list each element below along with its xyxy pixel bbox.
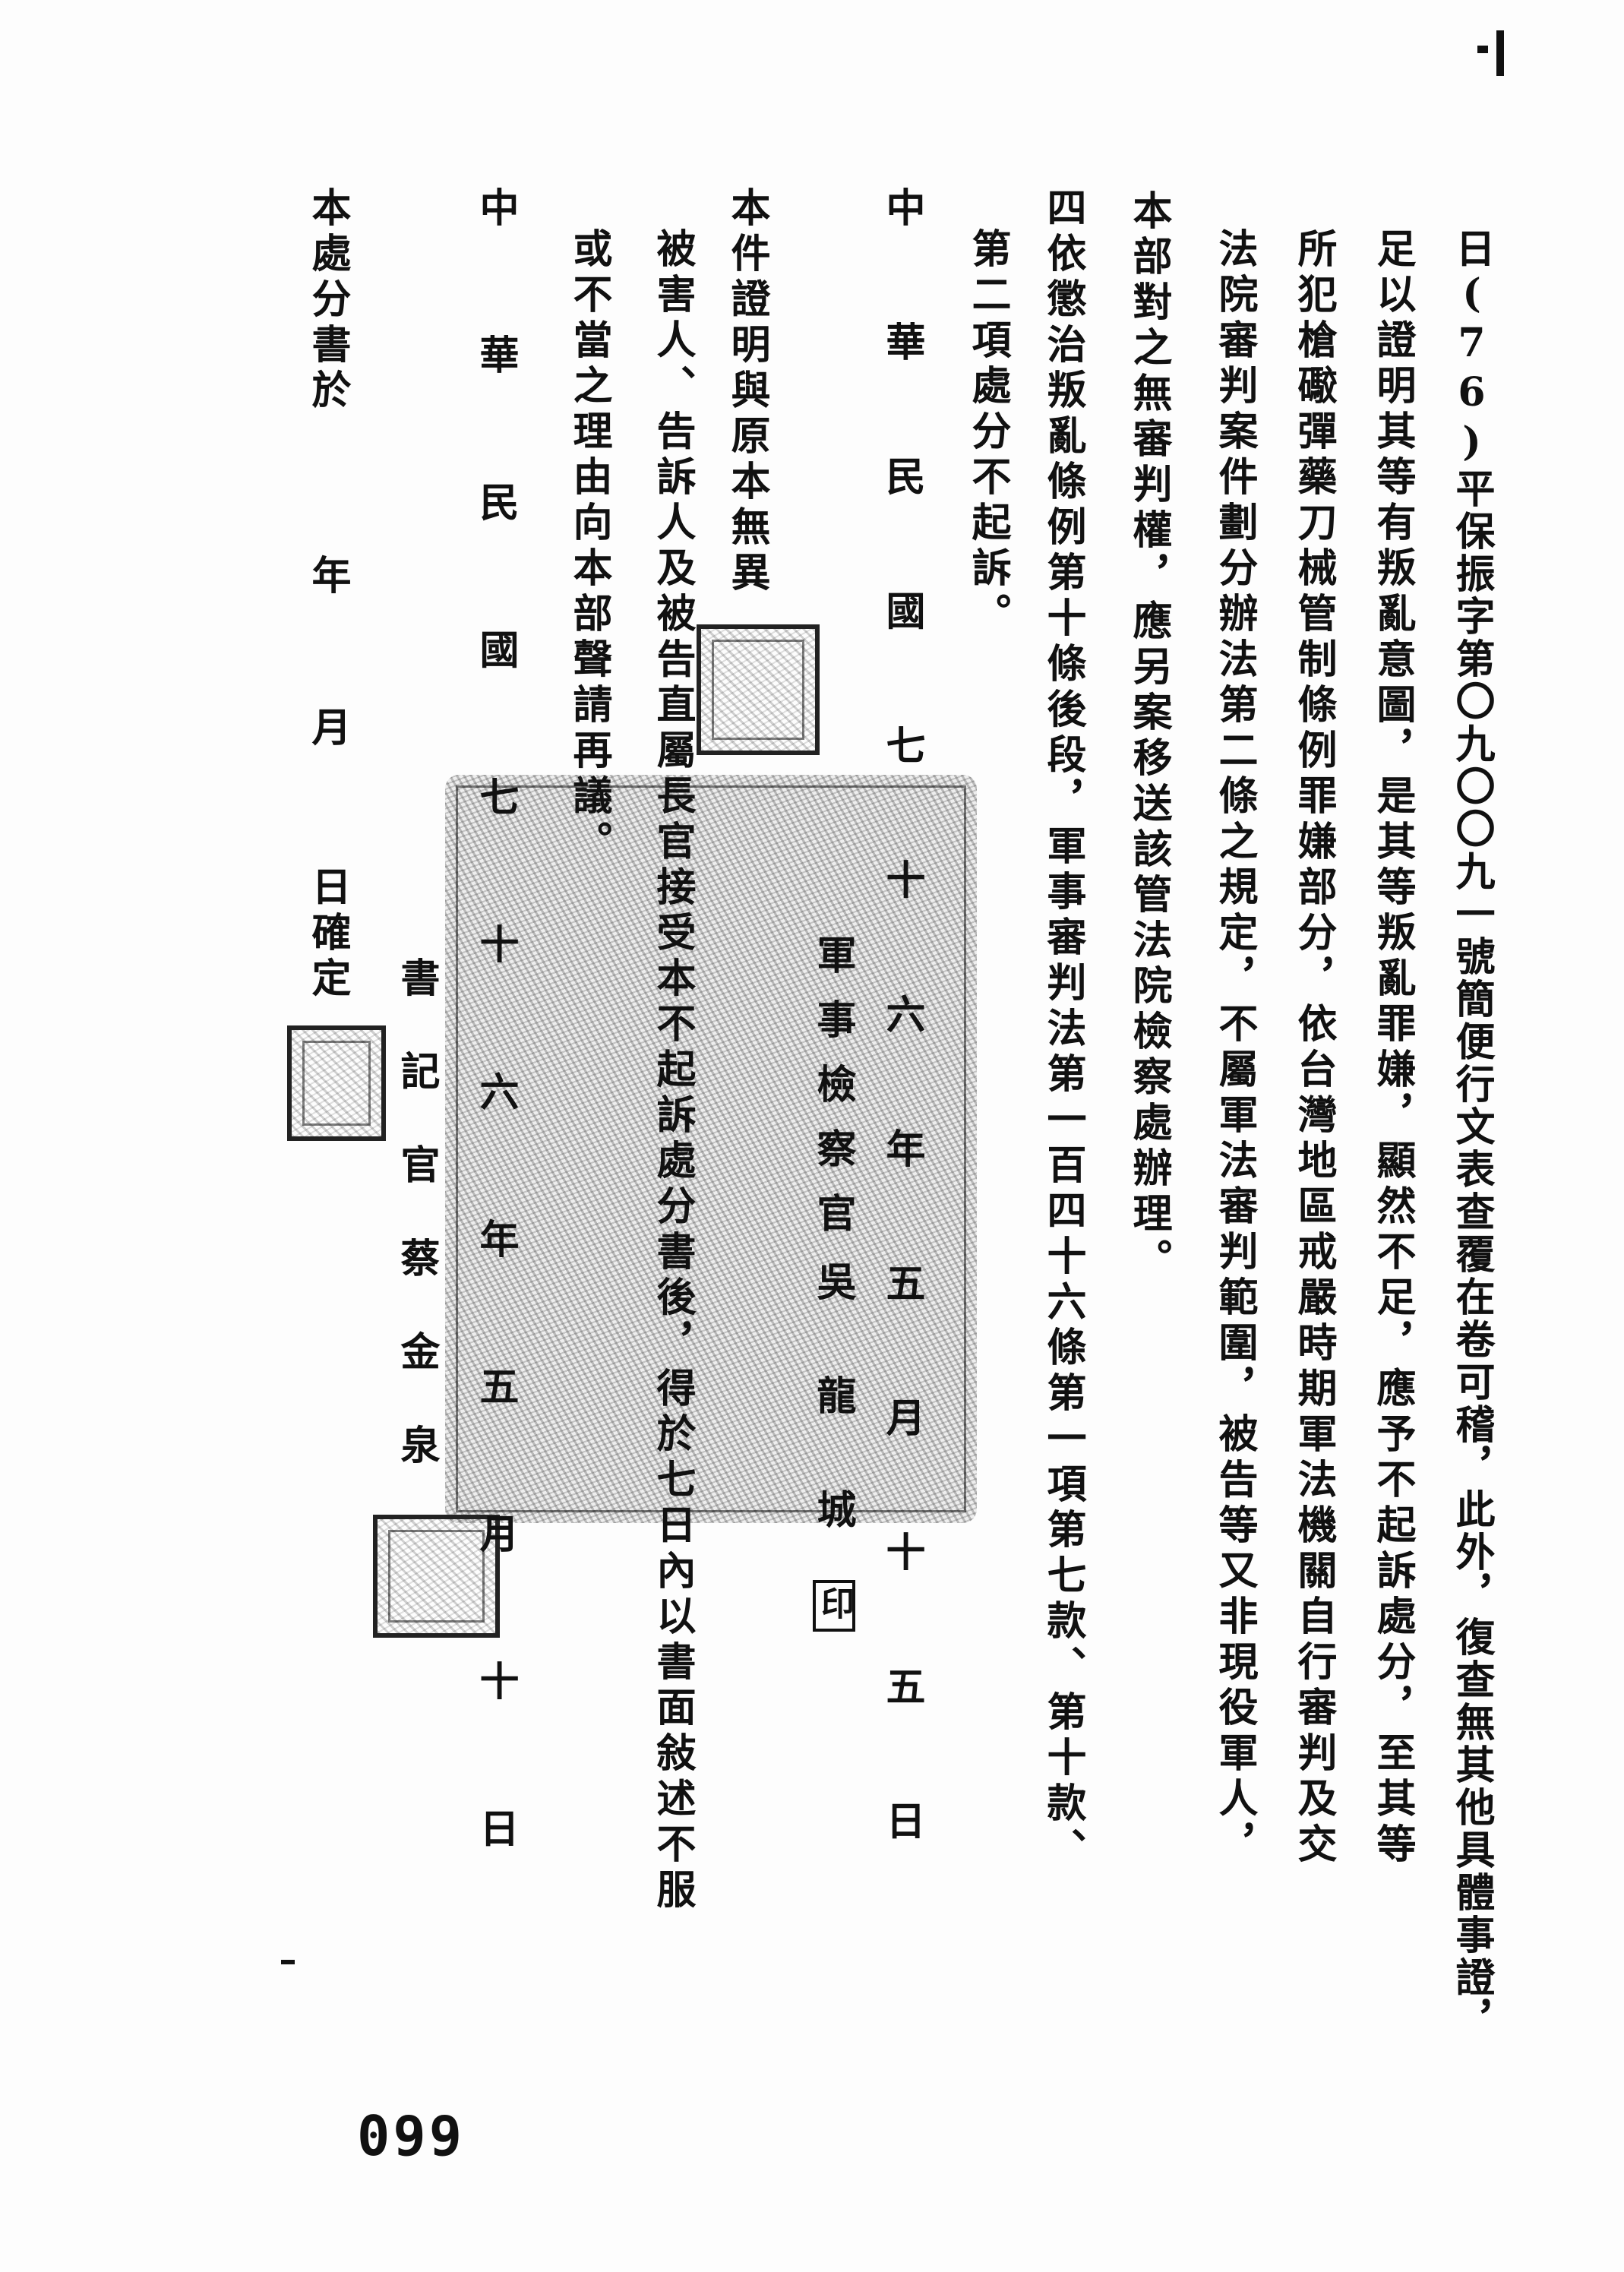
finality-day: 日確定 — [305, 866, 351, 1003]
date-of-copy: 中華民國七十六年五月十日 — [472, 187, 519, 1955]
square-seal-stamp — [287, 1025, 386, 1141]
text-column-1: 日(76)平保振字第〇九〇〇九一號簡便行文表查覆在卷可稽，此外，復查無其他具體事… — [1449, 228, 1495, 2042]
scan-artifact — [1477, 46, 1488, 53]
finality-prefix: 本處分書於 — [305, 187, 351, 415]
seal-mark: 印 — [813, 1580, 855, 1632]
date-of-decision: 中華民國七十六年五月十五日 — [879, 187, 925, 1935]
text-column-4: 法院審判案件劃分辦法第二條之規定，不屬軍法審判範圍，被告等又非現役軍人， — [1212, 228, 1258, 1869]
finality-year: 年 — [305, 555, 351, 600]
finality-month: 月 — [305, 706, 351, 752]
clerk-signature: 書記官蔡金泉 — [393, 957, 440, 1518]
prosecutor-title: 軍事檢察官 — [810, 934, 856, 1257]
text-column-2: 足以證明其等有叛亂意圖，是其等叛亂罪嫌，顯然不足，應予不起訴處分，至其等 — [1370, 228, 1416, 1869]
text-column-3: 所犯槍礮彈藥刀械管制條例罪嫌部分，依台灣地區戒嚴時期軍法機關自行審判及交 — [1291, 228, 1337, 1869]
square-seal-stamp — [697, 624, 820, 755]
square-seal-stamp — [373, 1515, 500, 1638]
scan-artifact — [281, 1960, 295, 1964]
notice-text-2: 或不當之理由向本部聲請再議。 — [566, 228, 612, 866]
page-number: 099 — [357, 2104, 466, 2168]
notice-text-1: 被害人、告訴人及被告直屬長官接受本不起訴處分書後，得於七日內以書面敍述不服 — [649, 228, 696, 1914]
scan-artifact — [1496, 30, 1504, 76]
text-column-5: 本部對之無審判權，應另案移送該管法院檢察處辦理。 — [1126, 190, 1172, 1284]
large-official-seal — [445, 775, 977, 1523]
certification-text: 本件證明與原本無異 — [724, 187, 770, 597]
prosecutor-name: 吳龍城 — [810, 1261, 856, 1603]
text-column-7: 第二項處分不起訴。 — [965, 228, 1011, 638]
text-column-6: 四依懲治叛亂條例第十條後段，軍事審判法第一百四十六條第一項第七款、第十款、 — [1040, 187, 1086, 1873]
